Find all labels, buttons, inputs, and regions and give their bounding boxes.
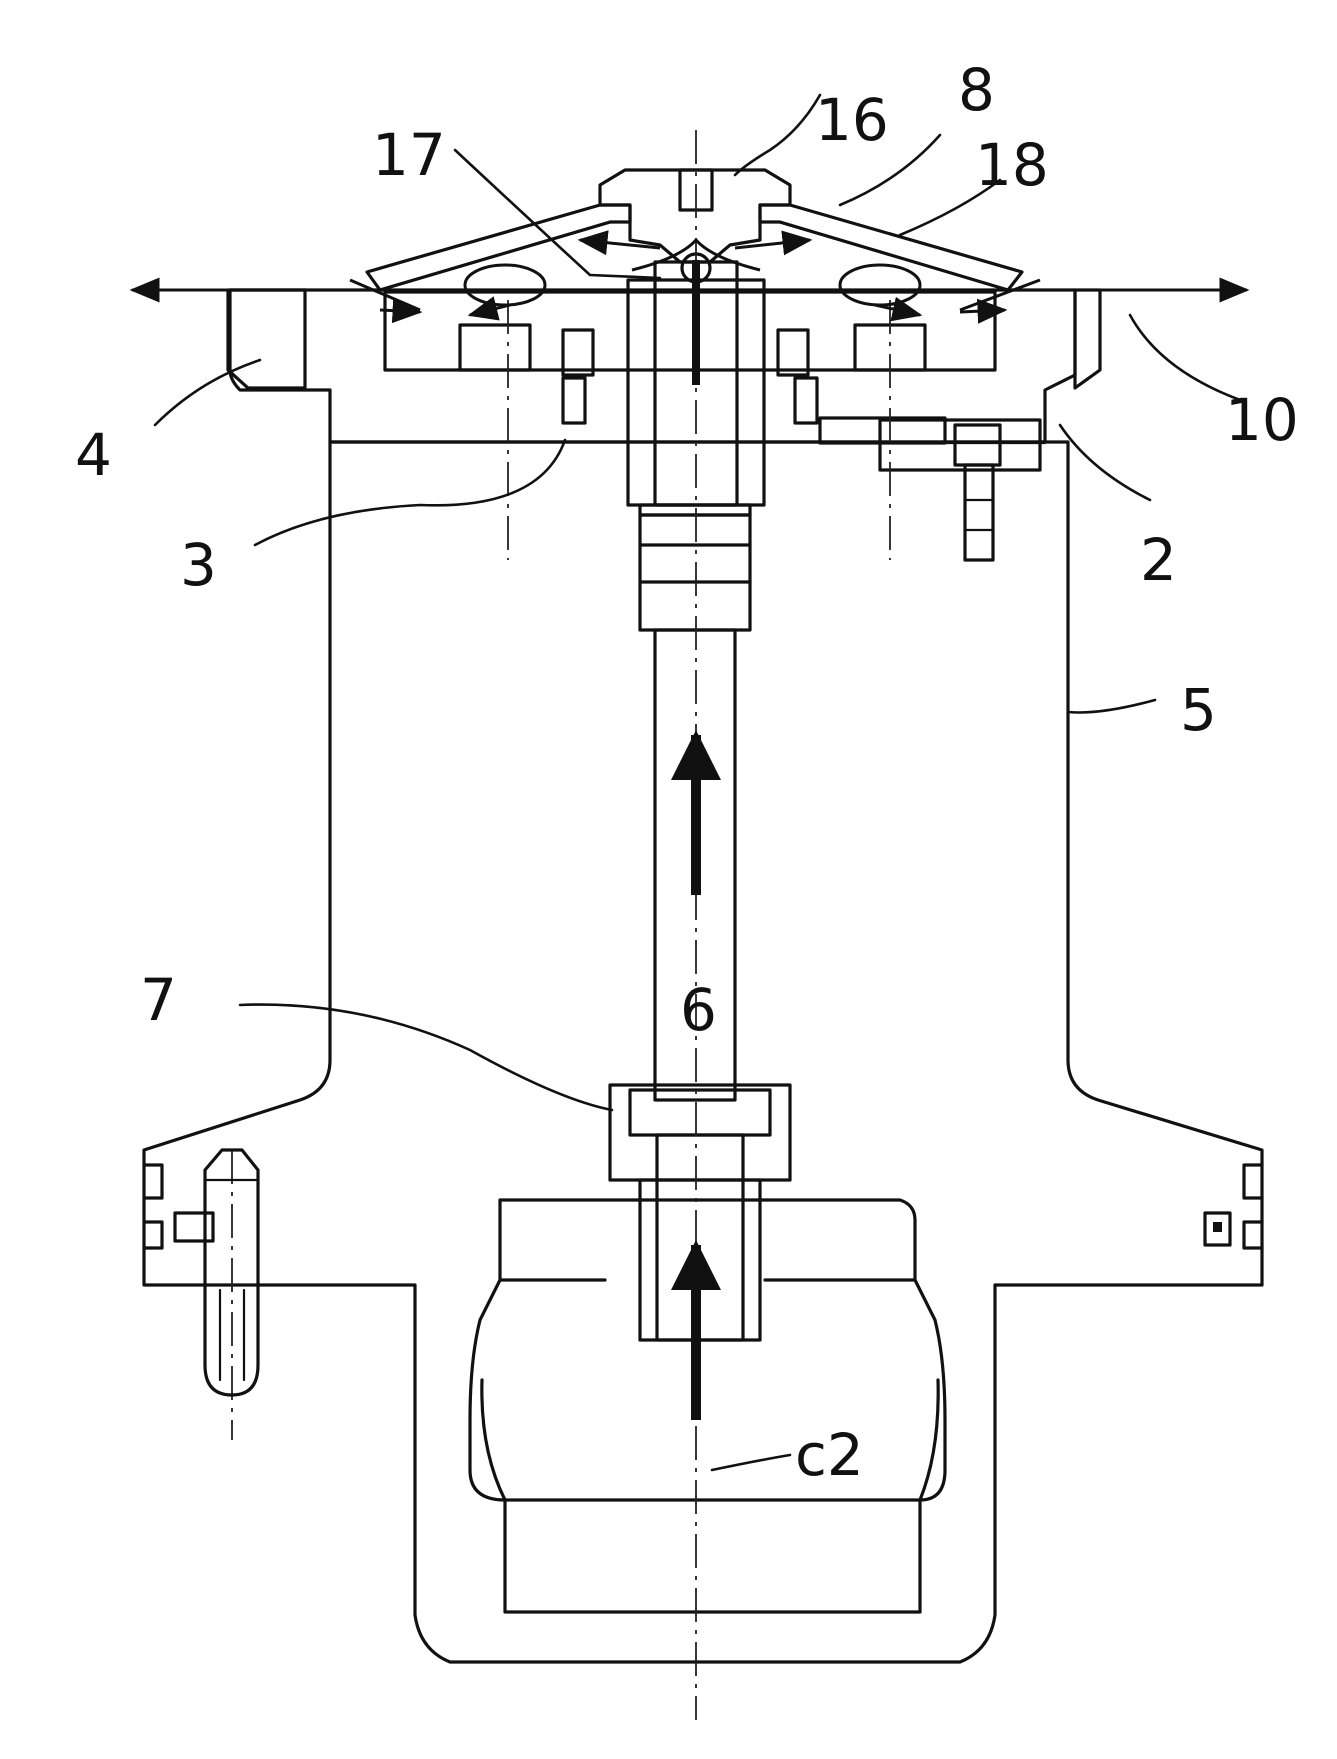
locking-pin-left	[175, 1150, 258, 1395]
label-10: 10	[1225, 386, 1299, 454]
locking-pin-right	[1205, 1213, 1230, 1245]
seal-rings-3	[563, 330, 817, 423]
label-3: 3	[180, 531, 217, 599]
label-2: 2	[1140, 526, 1177, 594]
label-17: 17	[372, 121, 446, 189]
label-5: 5	[1180, 676, 1217, 744]
label-4: 4	[75, 421, 112, 489]
bolt-right	[820, 418, 1045, 560]
label-7: 7	[140, 966, 177, 1034]
label-16: 16	[815, 86, 889, 154]
lower-cavity	[470, 1200, 945, 1612]
label-18: 18	[975, 131, 1049, 199]
flow-arrows	[132, 240, 1247, 1420]
label-6: 6	[680, 976, 717, 1044]
main-body-5	[144, 442, 1262, 1662]
label-8: 8	[958, 56, 995, 124]
label-c2: c2	[795, 1421, 864, 1489]
